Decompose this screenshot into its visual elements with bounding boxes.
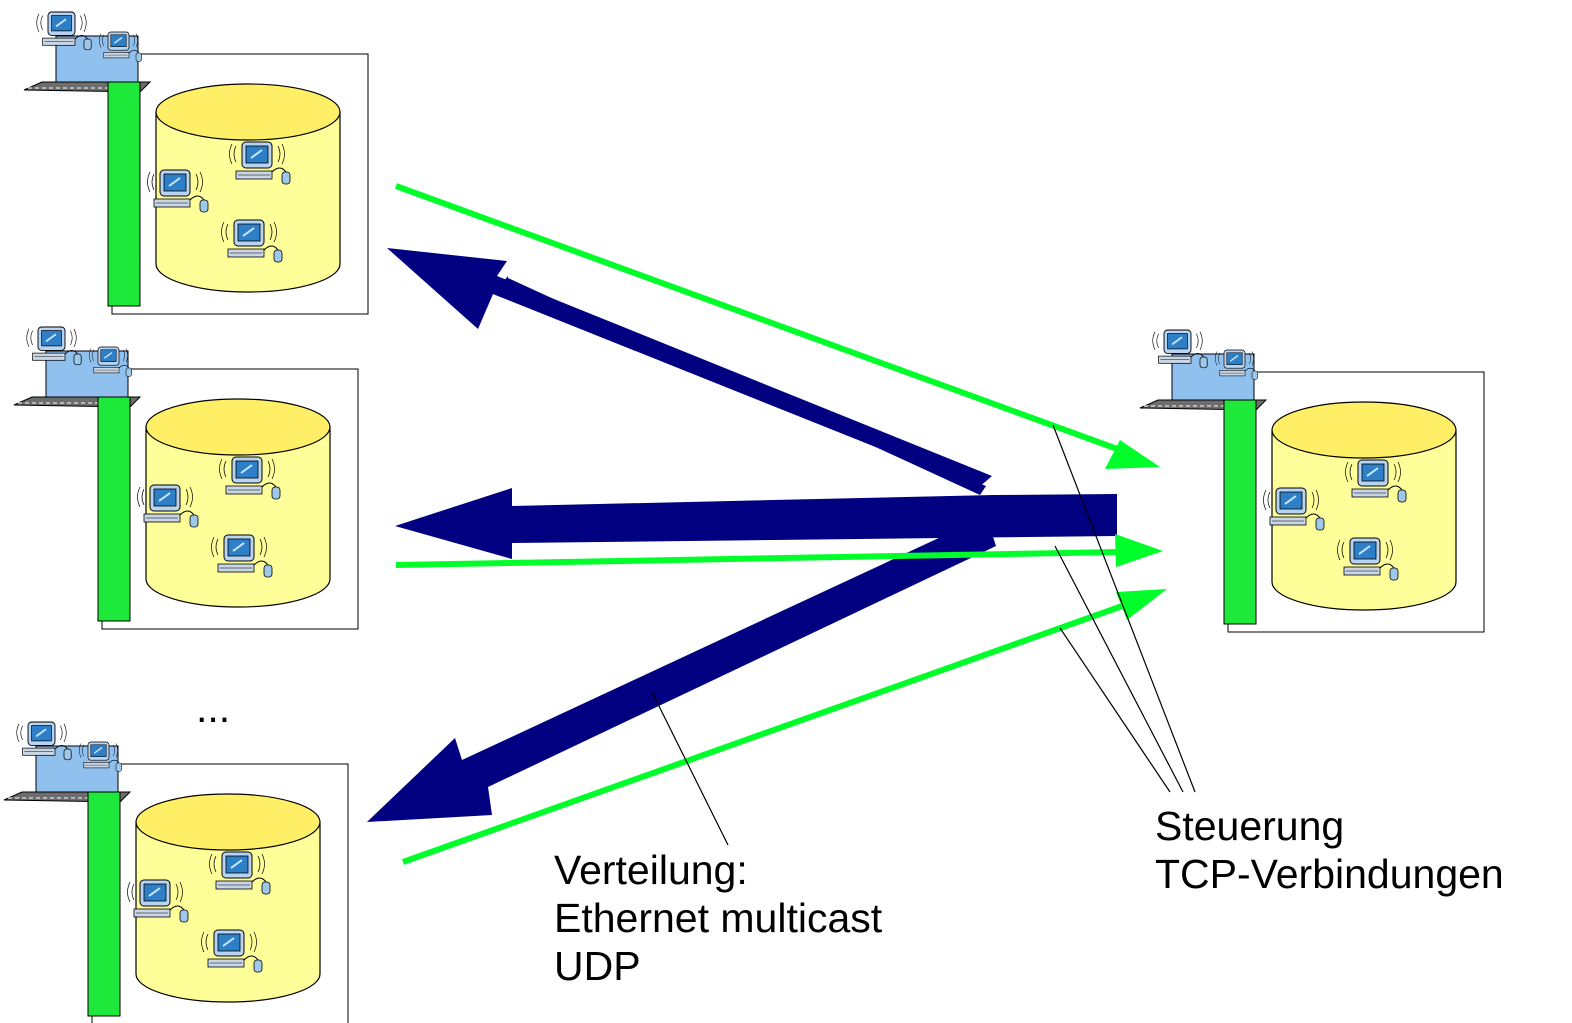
control-label-line-2: TCP-Verbindungen (1155, 851, 1504, 897)
distribution-label: Verteilung: Ethernet multicast UDP (554, 846, 882, 990)
multicast-arrow-middle (395, 488, 1117, 559)
distribution-label-line-1: Verteilung: (554, 847, 748, 893)
network-segment-2 (14, 327, 358, 629)
distribution-label-line-3: UDP (554, 943, 641, 989)
control-label-line-1: Steuerung (1155, 803, 1345, 849)
tcp-arrow-middle (395, 549, 1121, 568)
tcp-arrow-upper (394, 183, 1122, 453)
callout-lines (651, 424, 1196, 846)
tcp-arrow-lower (401, 602, 1127, 865)
multicast-arrows (367, 248, 1117, 822)
network-segment-3 (4, 722, 348, 1023)
more-segments-ellipsis: ... (196, 685, 231, 731)
network-segment-1 (24, 12, 368, 314)
central-node (1140, 330, 1484, 632)
distribution-label-line-2: Ethernet multicast (554, 895, 883, 941)
multicast-arrow-lower (367, 516, 996, 822)
control-label: Steuerung TCP-Verbindungen (1155, 802, 1504, 898)
tcp-arrows (394, 183, 1167, 865)
